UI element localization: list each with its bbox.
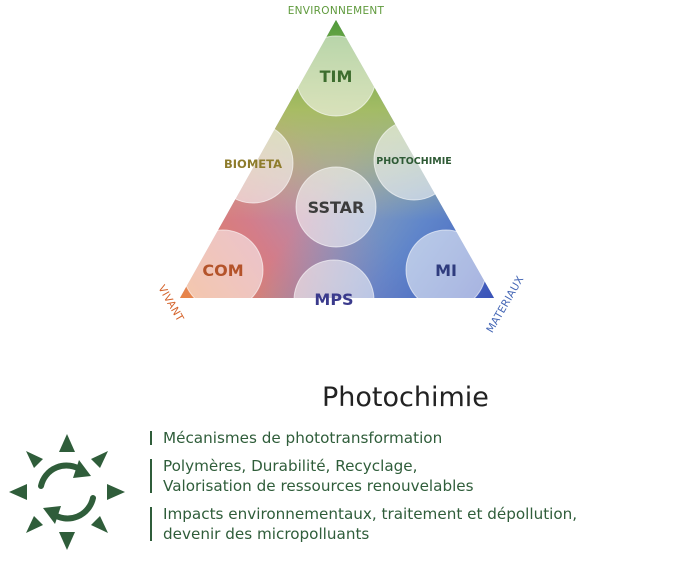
gradient-triangle [180,20,494,298]
corner-label-materiaux: MATERIAUX [484,274,526,335]
bullet-bar [150,507,152,541]
recycle-sun-icon [9,434,125,550]
node-mps-label: MPS [314,290,353,309]
section-title: Photochimie [322,382,489,413]
triangle-diagram: TIM BIOMETA PHOTOCHIMIE SSTAR COM MI MPS… [155,5,527,341]
node-sstar-label: SSTAR [308,198,365,217]
bullet-list: Mécanismes de phototransformation Polymè… [148,428,577,552]
node-tim-label: TIM [320,67,353,86]
node-mi[interactable]: MI [405,229,487,311]
node-biometa-label: BIOMETA [224,157,282,171]
node-sstar[interactable]: SSTAR [295,166,377,248]
node-tim[interactable]: TIM [295,35,377,117]
node-photochimie-label: PHOTOCHIMIE [376,156,451,167]
corner-label-vivant: VIVANT [155,283,186,324]
bullet-text: Valorisation de ressources renouvelables [163,477,474,495]
bullet-item: Polymères, Durabilité, Recyclage, Valori… [148,456,577,496]
node-biometa[interactable]: BIOMETA [212,122,294,204]
bullet-text: Impacts environnementaux, traitement et … [163,505,578,523]
corner-label-environnement: ENVIRONNEMENT [288,5,385,17]
node-mi-label: MI [435,261,457,280]
node-com-label: COM [202,261,243,280]
bullet-bar [150,431,152,445]
bullet-text: devenir des micropolluants [163,525,370,543]
bullet-text: Polymères, Durabilité, Recyclage, [163,457,418,475]
bullet-item: Mécanismes de phototransformation [148,428,577,448]
node-photochimie[interactable]: PHOTOCHIMIE [373,119,455,201]
bullet-item: Impacts environnementaux, traitement et … [148,504,577,544]
bullet-text: Mécanismes de phototransformation [163,429,443,447]
bullet-bar [150,459,152,493]
node-mps[interactable]: MPS [293,259,375,341]
node-com[interactable]: COM [182,229,264,311]
